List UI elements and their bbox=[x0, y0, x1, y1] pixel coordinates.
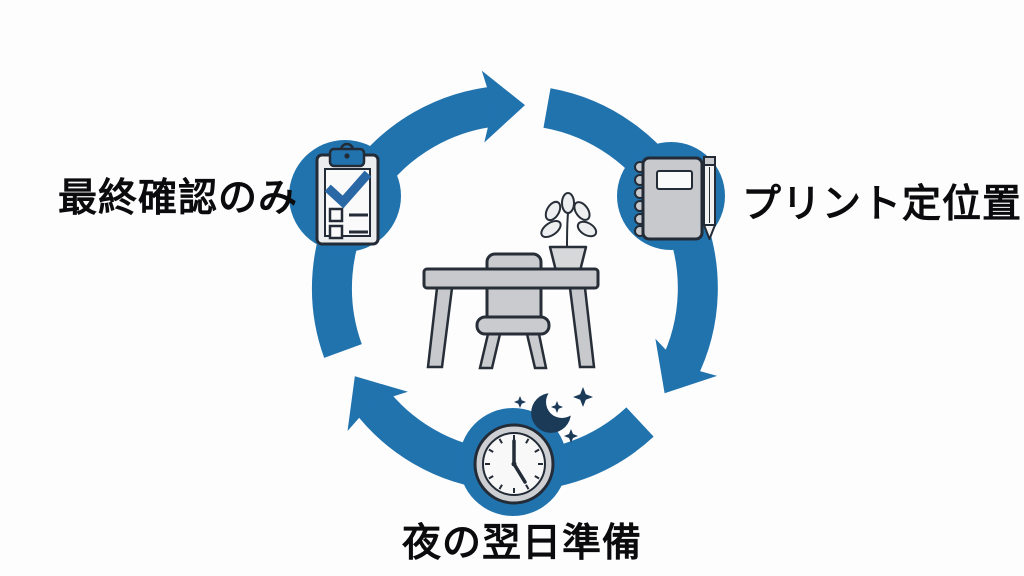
arrowhead-top-icon bbox=[481, 70, 525, 143]
notebook-pencil-icon bbox=[634, 156, 716, 241]
step-label-final-check: 最終確認のみ bbox=[58, 177, 299, 220]
desk-icon bbox=[422, 267, 600, 369]
clock-hands bbox=[512, 439, 527, 484]
plant-icon bbox=[540, 192, 598, 273]
stars-icon bbox=[514, 387, 593, 443]
arrowhead-right-icon bbox=[655, 338, 718, 394]
night-clock-icon bbox=[473, 387, 593, 505]
moon-icon bbox=[531, 393, 571, 433]
chair-icon bbox=[485, 252, 543, 328]
arrowhead-left-icon bbox=[347, 376, 408, 432]
step-label-night-prep: 夜の翌日準備 bbox=[402, 522, 643, 565]
chair-seat-legs bbox=[475, 315, 551, 370]
cycle-arrowheads bbox=[347, 70, 718, 432]
plant-pot bbox=[548, 245, 588, 273]
desk-chair-plant-illustration bbox=[422, 192, 600, 370]
clipboard-checklist-icon bbox=[315, 142, 380, 246]
step-label-print-place: プリント定位置 bbox=[742, 183, 1023, 226]
